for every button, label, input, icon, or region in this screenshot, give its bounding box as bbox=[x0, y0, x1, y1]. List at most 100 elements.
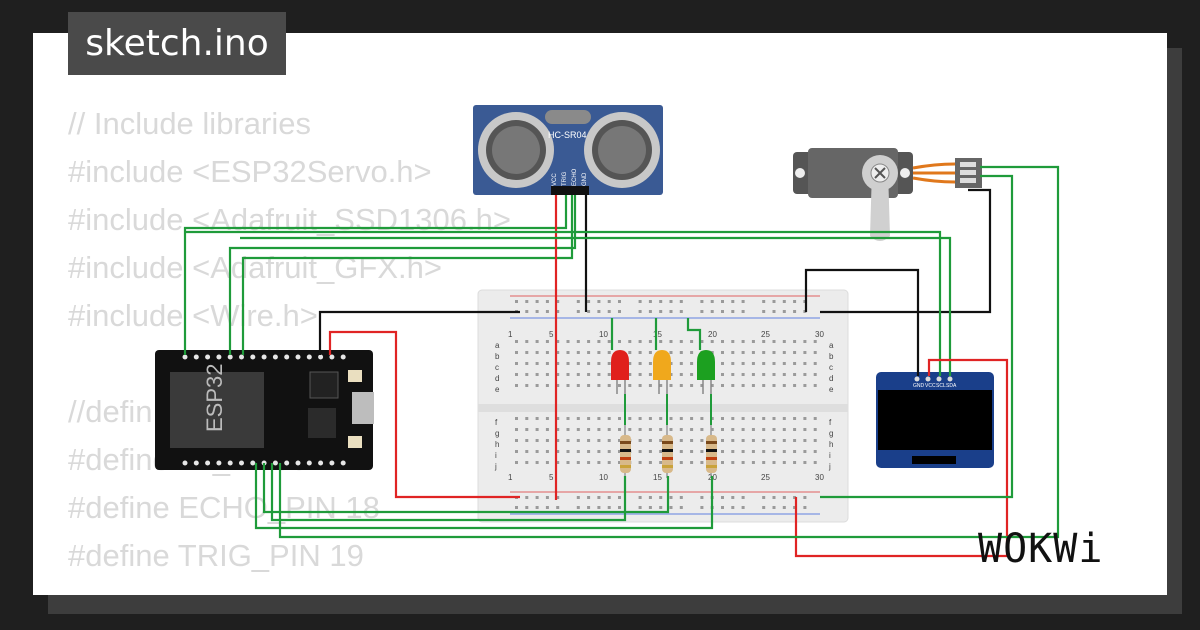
bb-hole bbox=[679, 384, 683, 387]
row-label: a bbox=[495, 341, 500, 350]
bb-hole bbox=[597, 450, 601, 453]
bb-hole bbox=[700, 300, 704, 303]
row-label: i bbox=[829, 451, 831, 460]
wire bbox=[183, 195, 568, 355]
code-line: #include <Adafruit_GFX.h> bbox=[68, 250, 442, 285]
bb-hole bbox=[525, 496, 529, 499]
bb-hole bbox=[566, 362, 570, 365]
bb-hole bbox=[762, 362, 766, 365]
row-label: a bbox=[829, 341, 834, 350]
bb-hole bbox=[638, 373, 642, 376]
bb-hole bbox=[525, 417, 529, 420]
esp32-pin bbox=[340, 354, 346, 360]
bb-hole bbox=[525, 300, 529, 303]
bb-hole bbox=[618, 506, 621, 509]
bb-hole bbox=[535, 384, 539, 387]
bb-hole bbox=[741, 340, 745, 343]
bb-hole bbox=[751, 461, 755, 464]
bb-hole bbox=[607, 373, 611, 376]
bb-hole bbox=[597, 362, 601, 365]
bb-hole bbox=[638, 506, 642, 509]
bb-hole bbox=[597, 417, 601, 420]
bb-hole bbox=[721, 351, 724, 354]
bb-hole bbox=[793, 384, 797, 387]
bb-hole bbox=[741, 439, 745, 442]
bb-hole bbox=[731, 351, 735, 354]
column-label: 30 bbox=[815, 330, 824, 339]
bb-hole bbox=[669, 300, 673, 303]
esp32-board[interactable]: ESP32 bbox=[155, 350, 374, 470]
bb-hole bbox=[576, 351, 580, 354]
bb-hole bbox=[772, 450, 776, 453]
bb-hole bbox=[793, 461, 797, 464]
servo-motor[interactable] bbox=[793, 148, 982, 241]
bb-hole bbox=[659, 340, 663, 343]
bb-hole bbox=[731, 496, 735, 499]
bb-hole bbox=[618, 310, 621, 313]
resistor-band bbox=[706, 457, 717, 460]
wire bbox=[262, 463, 670, 514]
bb-hole bbox=[721, 450, 724, 453]
row-label: b bbox=[829, 352, 834, 361]
bb-hole bbox=[525, 351, 529, 354]
esp32-pin bbox=[193, 354, 199, 360]
esp32-pin bbox=[318, 460, 324, 466]
ultrasonic-sensor[interactable]: HC-SR04 VCC TRIG ECHO GND bbox=[473, 105, 663, 195]
bb-hole bbox=[515, 461, 518, 464]
column-label: 1 bbox=[508, 330, 513, 339]
bb-hole bbox=[762, 461, 766, 464]
bb-hole bbox=[690, 461, 694, 464]
bb-hole bbox=[535, 362, 539, 365]
bb-hole bbox=[803, 439, 807, 442]
bb-hole bbox=[762, 340, 766, 343]
bb-hole bbox=[741, 373, 745, 376]
bb-hole bbox=[659, 310, 663, 313]
bb-hole bbox=[597, 300, 601, 303]
bb-hole bbox=[751, 351, 755, 354]
oled-display[interactable]: GND VCC SCL SDA bbox=[876, 372, 994, 468]
bb-hole bbox=[721, 461, 724, 464]
bb-hole bbox=[607, 351, 611, 354]
bb-hole bbox=[618, 496, 621, 499]
bb-hole bbox=[618, 300, 621, 303]
bb-hole bbox=[700, 310, 704, 313]
bb-hole bbox=[782, 417, 786, 420]
resistor-band bbox=[706, 449, 717, 452]
bb-hole bbox=[607, 362, 611, 365]
bb-hole bbox=[813, 461, 817, 464]
bb-hole bbox=[525, 340, 529, 343]
bb-hole bbox=[587, 310, 591, 313]
bb-hole bbox=[648, 506, 652, 509]
bb-hole bbox=[813, 450, 817, 453]
bb-hole bbox=[638, 362, 642, 365]
esp32-pin bbox=[272, 460, 278, 466]
row-label: i bbox=[495, 451, 497, 460]
bb-hole bbox=[782, 428, 786, 431]
resistor-band bbox=[620, 441, 631, 444]
bb-hole bbox=[545, 506, 549, 509]
bb-hole bbox=[566, 450, 570, 453]
bb-hole bbox=[628, 362, 632, 365]
bb-hole bbox=[535, 428, 539, 431]
wires bbox=[183, 165, 1060, 558]
led[interactable] bbox=[653, 350, 671, 380]
esp32-pin bbox=[261, 354, 267, 360]
bb-hole bbox=[648, 310, 652, 313]
led[interactable] bbox=[611, 350, 629, 380]
oled-pin-label: GND bbox=[913, 383, 925, 389]
bb-hole bbox=[803, 496, 807, 499]
bb-hole bbox=[813, 362, 817, 365]
row-label: d bbox=[495, 374, 499, 383]
wire bbox=[820, 174, 1014, 499]
led[interactable] bbox=[697, 350, 715, 380]
bb-hole bbox=[597, 439, 601, 442]
bb-hole bbox=[803, 340, 807, 343]
bb-hole bbox=[710, 300, 714, 303]
bb-hole bbox=[659, 496, 663, 499]
bb-hole bbox=[782, 506, 786, 509]
esp32-pin bbox=[182, 354, 188, 360]
bb-hole bbox=[648, 351, 652, 354]
bb-hole bbox=[731, 340, 735, 343]
bb-hole bbox=[751, 362, 755, 365]
